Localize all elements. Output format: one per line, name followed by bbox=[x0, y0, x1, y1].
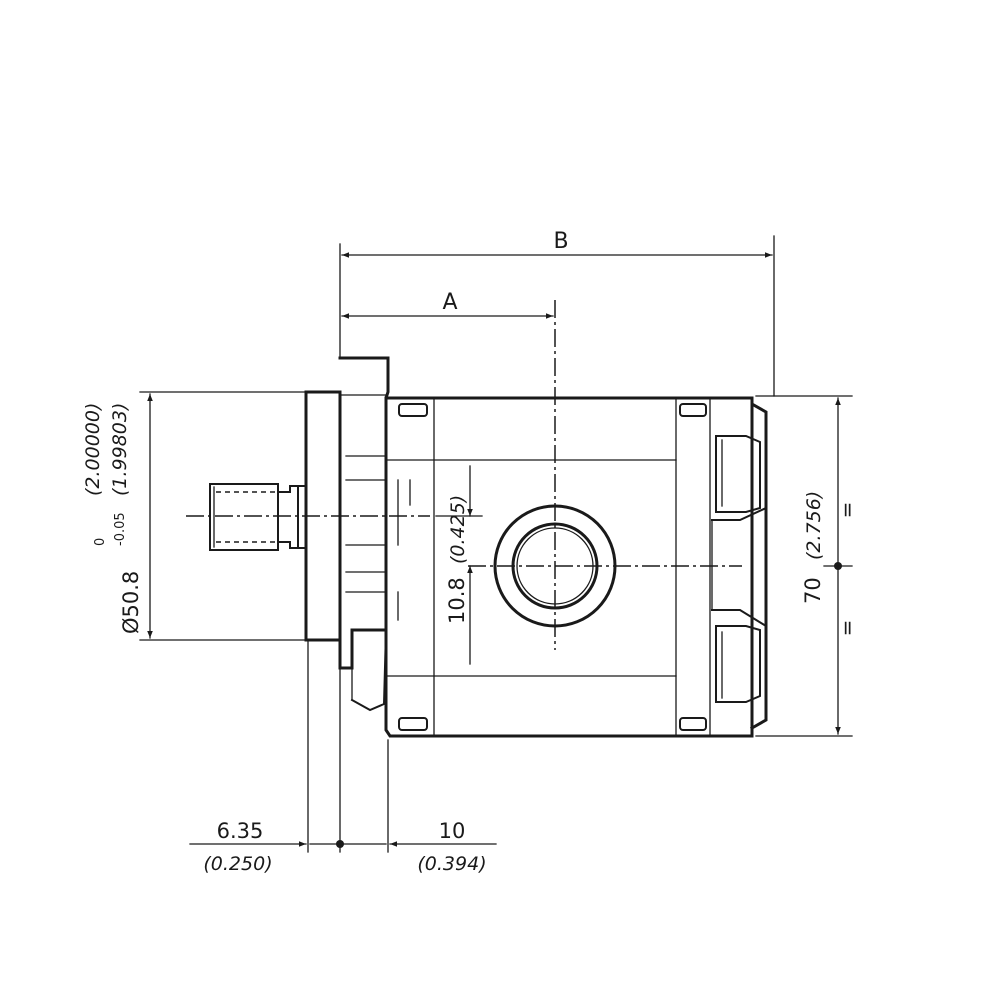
pilot-inch-min: (1.99803) bbox=[109, 403, 131, 496]
pilot-tolerance-upper: 0 bbox=[93, 538, 108, 546]
pilot-length-value: 10 bbox=[439, 819, 466, 843]
dimension-a: A bbox=[341, 290, 554, 319]
center-lines bbox=[186, 300, 742, 650]
pilot-tolerance-lower: -0.05 bbox=[113, 512, 128, 546]
pump-outline bbox=[209, 356, 768, 738]
port-offset-value: 10.8 bbox=[445, 577, 469, 624]
dimension-flange-thickness: 6.35 (0.250) bbox=[189, 641, 389, 875]
threaded-shaft bbox=[209, 483, 307, 551]
pilot-diameter-value: Ø50.8 bbox=[119, 571, 143, 634]
dimension-port-offset: 10.8 (0.425) bbox=[435, 465, 483, 665]
body-height-inch: (2.756) bbox=[803, 491, 825, 560]
rear-cover bbox=[711, 396, 768, 731]
pilot-length-inch: (0.394) bbox=[417, 853, 486, 875]
dimension-b: B bbox=[339, 229, 775, 397]
pump-body bbox=[384, 396, 754, 738]
dimension-body-height: 70 (2.756) = = bbox=[755, 395, 859, 737]
body-height-value: 70 bbox=[801, 577, 825, 604]
dimension-a-label: A bbox=[442, 290, 457, 315]
dimension-b-label: B bbox=[553, 229, 568, 254]
port-offset-inch: (0.425) bbox=[447, 495, 469, 564]
symmetry-mark-lower: = bbox=[835, 620, 859, 637]
flange-thickness-inch: (0.250) bbox=[203, 853, 272, 875]
dimension-pilot-diameter: Ø50.8 0 -0.05 (2.00000) (1.99803) bbox=[82, 391, 305, 641]
flange-thickness-value: 6.35 bbox=[217, 819, 264, 843]
dimension-pilot-length: 10 (0.394) bbox=[389, 819, 497, 875]
pilot-inch-max: (2.00000) bbox=[82, 403, 104, 496]
symmetry-mark-upper: = bbox=[835, 502, 859, 519]
mounting-flange bbox=[304, 356, 390, 712]
